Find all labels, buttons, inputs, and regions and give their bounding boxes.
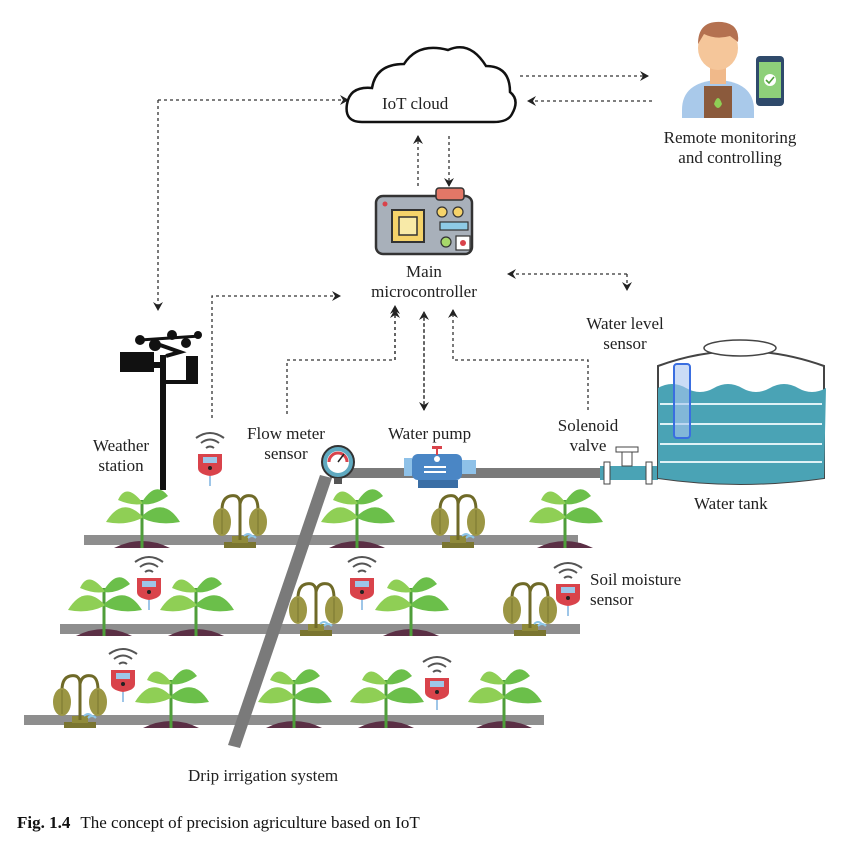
soil-moisture-sensor-icon bbox=[108, 648, 138, 703]
link-soilsensor-mcu bbox=[211, 291, 341, 418]
label-weather-station: Weather station bbox=[86, 436, 156, 476]
soil-moisture-sensor-icon bbox=[195, 432, 225, 487]
soil-moisture-sensor-icon bbox=[553, 562, 583, 617]
soil-moisture-sensor-icon bbox=[347, 556, 377, 611]
label-water-pump: Water pump bbox=[388, 424, 472, 443]
water-tank-icon bbox=[657, 339, 826, 485]
label-weather-line1: Weather bbox=[92, 436, 150, 455]
label-main-microcontroller: Main microcontroller bbox=[364, 262, 484, 302]
label-solenoid-valve: Solenoid valve bbox=[548, 416, 628, 456]
label-mcu-line1: Main bbox=[406, 262, 442, 281]
solenoid-valve-icon bbox=[600, 446, 658, 485]
label-soil-line2: sensor bbox=[590, 590, 634, 609]
drip-line-3 bbox=[24, 715, 544, 725]
label-water-level-sensor: Water level sensor bbox=[570, 314, 680, 354]
farmer-with-phone-icon bbox=[682, 21, 784, 118]
label-mcu-line2: microcontroller bbox=[371, 282, 477, 301]
label-remote-line1: Remote monitoring bbox=[663, 128, 797, 147]
caption-number: Fig. 1.4 bbox=[17, 813, 71, 832]
microcontroller-icon bbox=[374, 187, 474, 256]
iot-cloud-icon bbox=[345, 46, 517, 124]
flow-meter-icon bbox=[321, 445, 355, 484]
link-flow-mcu bbox=[286, 309, 400, 414]
label-solenoid-line2: valve bbox=[569, 436, 607, 455]
soil-moisture-sensor-icon bbox=[134, 556, 164, 611]
weather-station-icon bbox=[120, 330, 202, 490]
label-water-level-line1: Water level bbox=[586, 314, 664, 333]
label-soil-line1: Soil moisture bbox=[590, 570, 682, 589]
figure-caption: Fig. 1.4 The concept of precision agricul… bbox=[17, 813, 420, 833]
label-soil-moisture-sensor: Soil moisture sensor bbox=[590, 570, 681, 610]
caption-text: The concept of precision agriculture bas… bbox=[80, 813, 420, 832]
label-flow-line2: sensor bbox=[264, 444, 308, 463]
label-water-level-line2: sensor bbox=[603, 334, 647, 353]
soil-moisture-sensor-icon bbox=[422, 656, 452, 711]
label-solenoid-line1: Solenoid bbox=[557, 416, 619, 435]
label-flow-line1: Flow meter bbox=[247, 424, 325, 443]
label-remote-line2: and controlling bbox=[678, 148, 782, 167]
drip-line-1 bbox=[84, 535, 578, 545]
label-iot-cloud: IoT cloud bbox=[382, 94, 449, 113]
connection-lines bbox=[153, 71, 652, 418]
label-remote-monitoring: Remote monitoring and controlling bbox=[650, 128, 810, 168]
label-weather-line2: station bbox=[98, 456, 144, 475]
label-water-tank: Water tank bbox=[694, 494, 768, 513]
water-pump-icon bbox=[404, 446, 476, 488]
label-drip-irrigation: Drip irrigation system bbox=[188, 766, 339, 785]
link-valve-mcu bbox=[448, 309, 589, 410]
label-flow-meter-sensor: Flow meter sensor bbox=[236, 424, 336, 464]
